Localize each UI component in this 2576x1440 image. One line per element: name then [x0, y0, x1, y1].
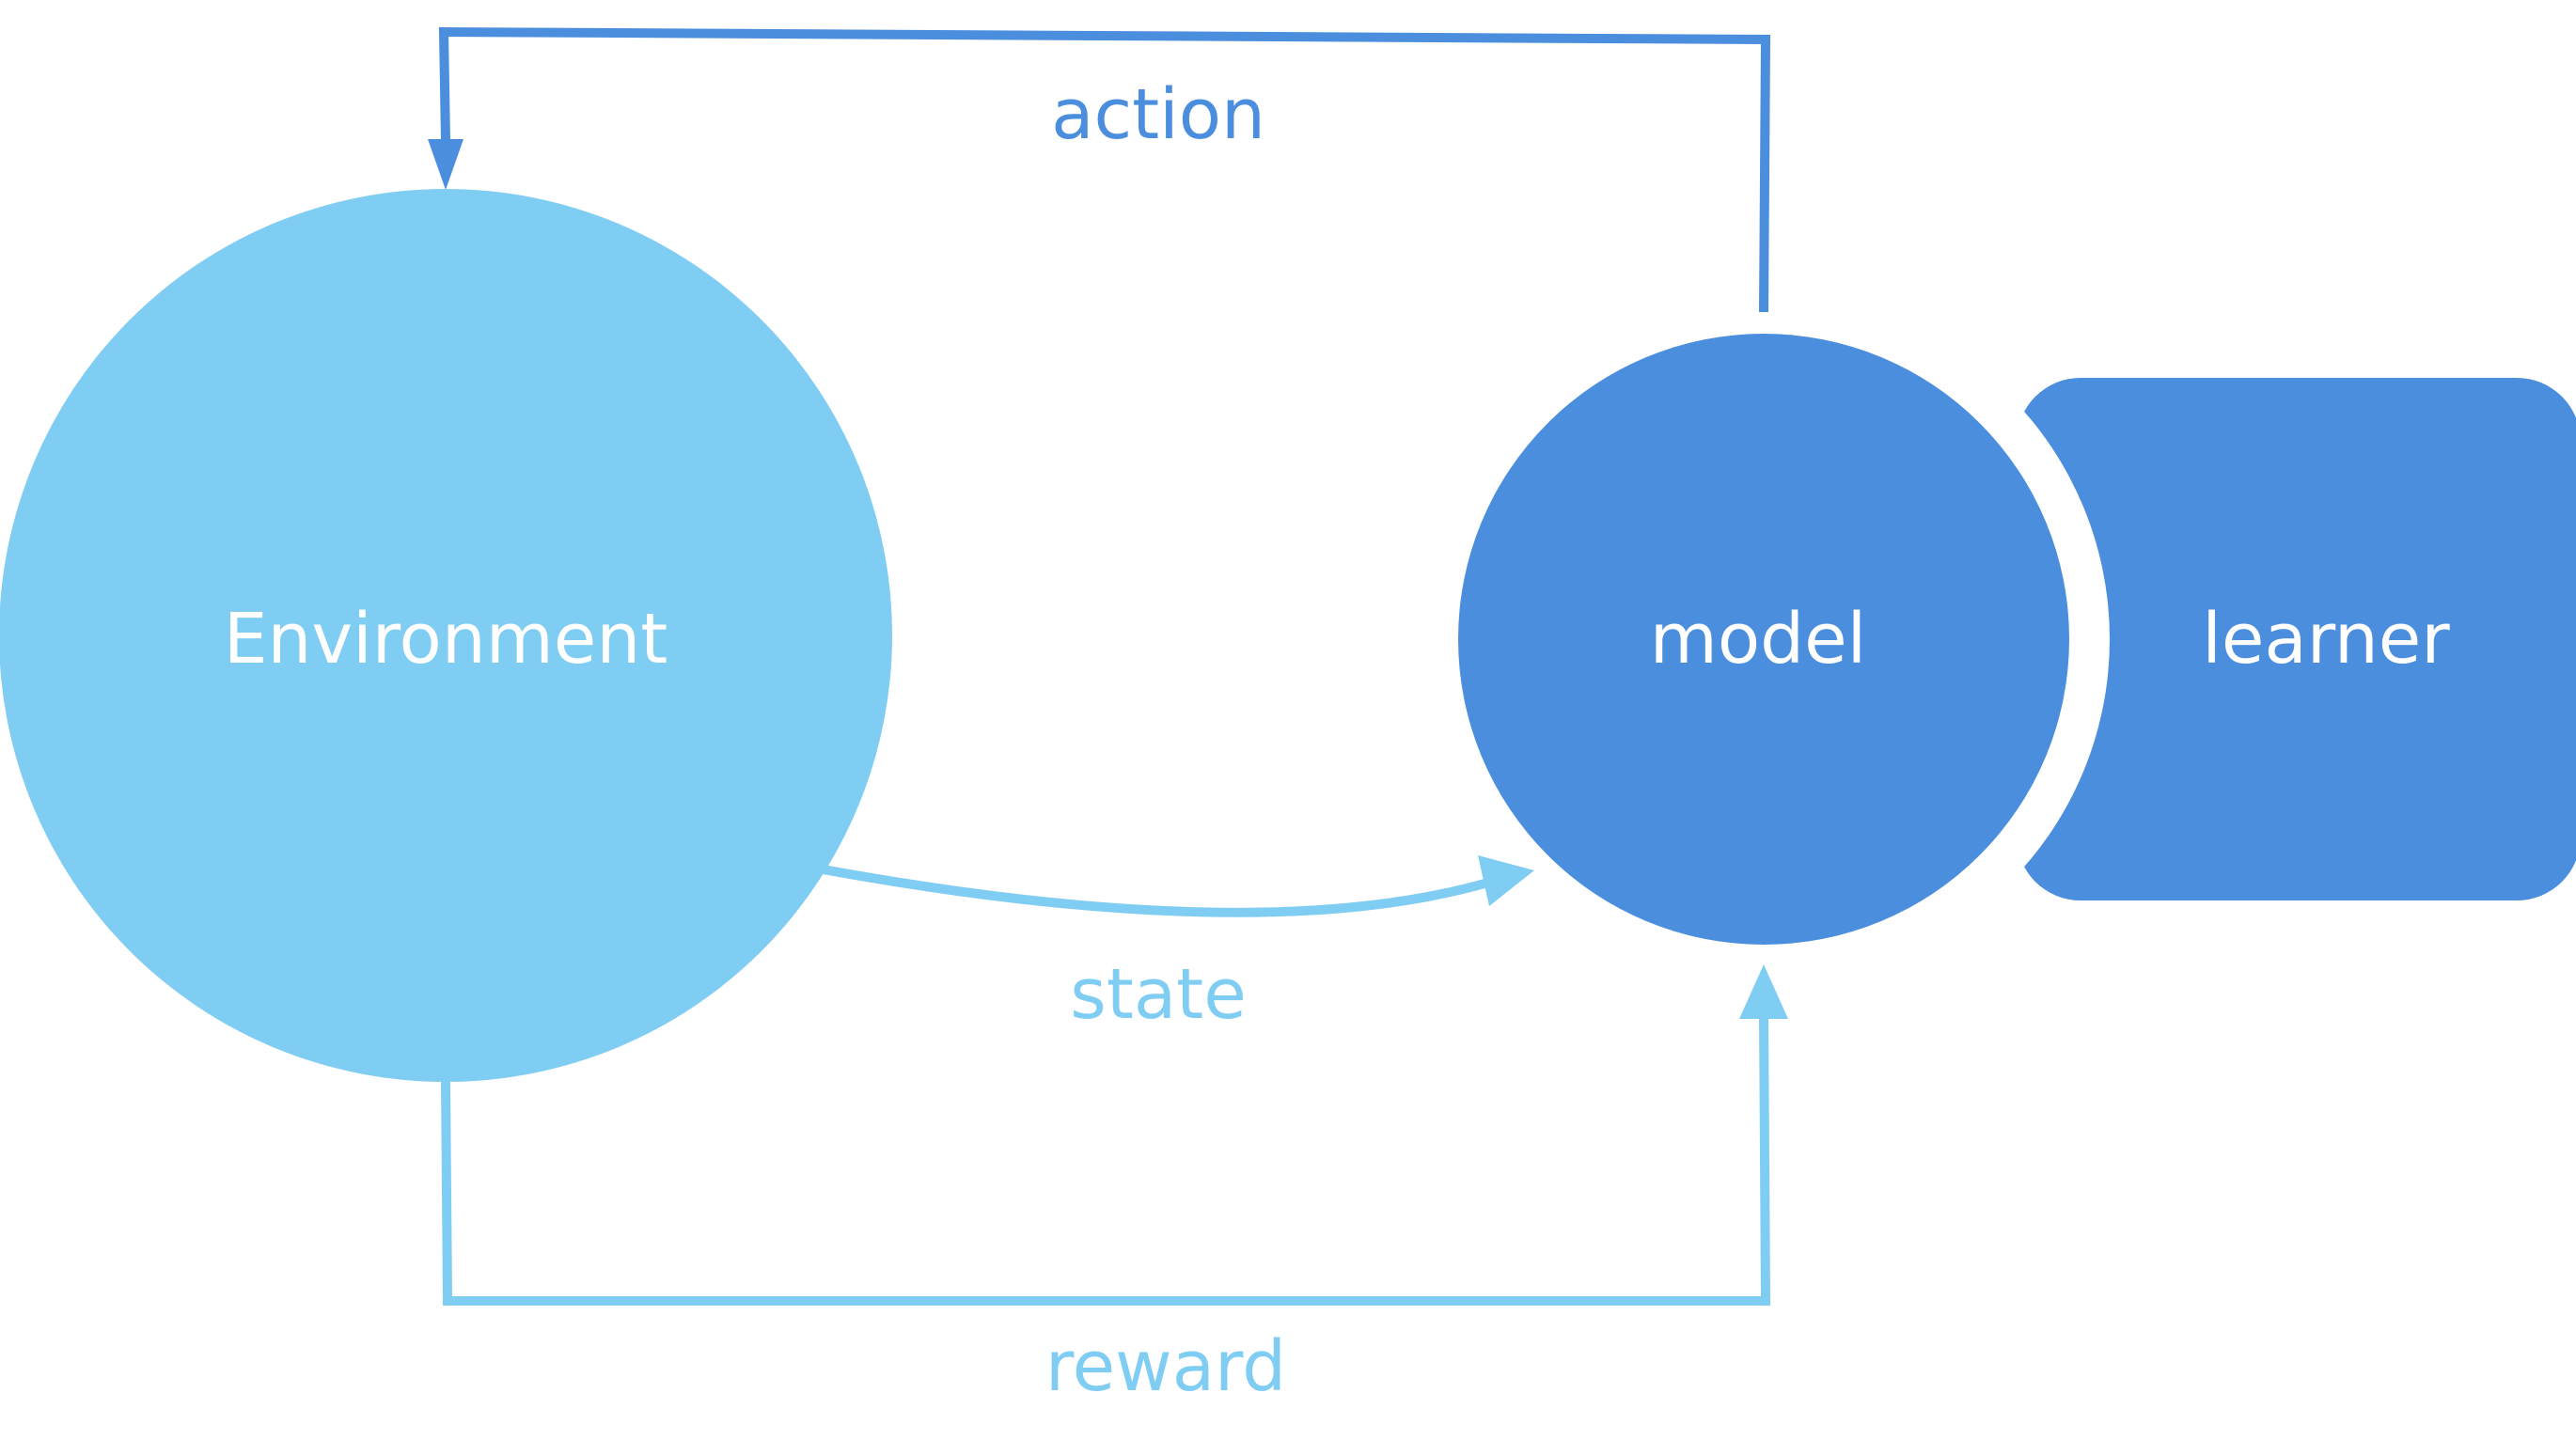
model-label: model: [1650, 599, 1866, 680]
learner-box: [2017, 378, 2576, 900]
learner-label: learner: [2202, 599, 2450, 680]
environment-label: Environment: [224, 599, 668, 680]
state-arrow-line: [817, 864, 1493, 917]
action-label: action: [1051, 74, 1265, 155]
state-label: state: [1070, 954, 1246, 1035]
action-arrow-line: [438, 26, 1771, 313]
model-node: [1458, 334, 2069, 945]
reward-arrow-line: [441, 1014, 1771, 1306]
environment-node: [0, 189, 892, 1082]
state-arrowhead: [1478, 855, 1534, 906]
reward-arrowhead: [1739, 964, 1788, 1019]
action-arrowhead: [428, 139, 463, 190]
reward-label: reward: [1045, 1326, 1286, 1407]
